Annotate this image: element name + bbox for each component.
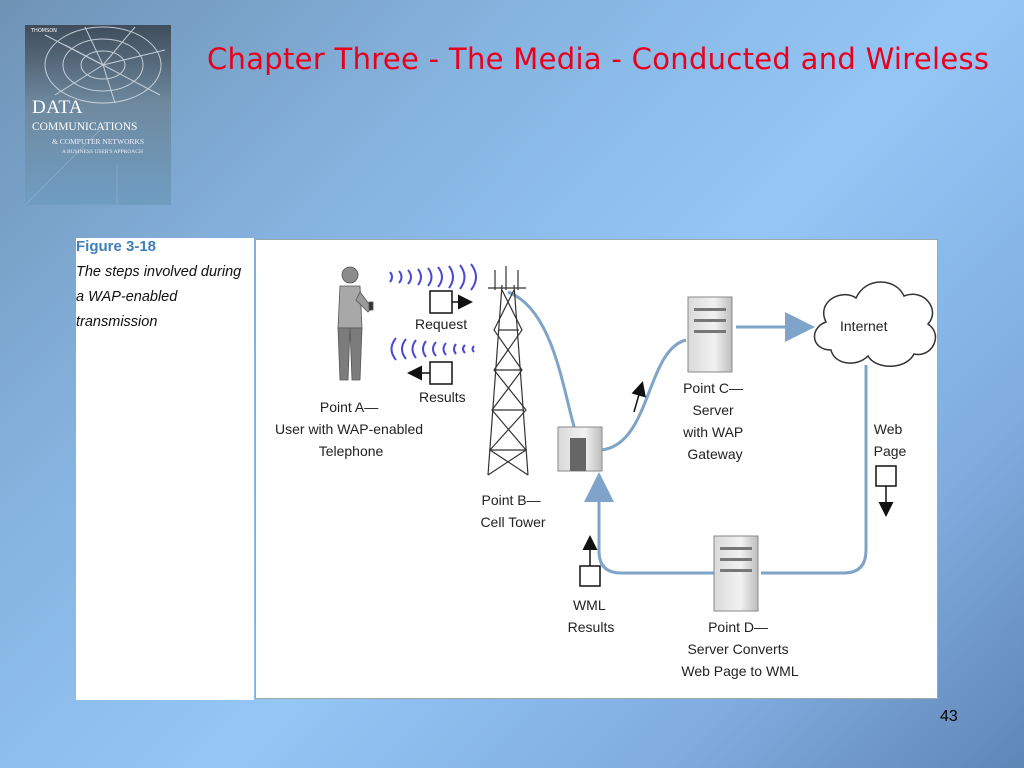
book-title-line3: & COMPUTER NETWORKS [52, 137, 145, 146]
link-tower-to-box [507, 290, 580, 441]
figure-caption-panel: Figure 3-18 The steps involved during a … [76, 238, 254, 700]
figure-caption: The steps involved during a WAP-enabled … [76, 264, 242, 330]
point-a-line3: Telephone [319, 443, 384, 459]
user-icon [337, 266, 374, 381]
point-d-line3: Web Page to WML [681, 663, 798, 679]
point-b-label: Point B— Cell Tower [480, 492, 545, 530]
web-page-label: Web Page [874, 421, 907, 459]
wap-diagram-svg: Request Results [275, 263, 937, 679]
results-packet-icon [429, 361, 453, 385]
point-c-line3: with WAP [682, 424, 743, 440]
slide-title: Chapter Three - The Media - Conducted an… [207, 42, 990, 76]
link-internet-to-server-d [761, 365, 868, 575]
results-label: Results [419, 389, 466, 405]
figure-label: Figure 3-18 [76, 238, 157, 255]
point-c-label: Point C— Server with WAP Gateway [682, 380, 747, 462]
cell-tower-icon [487, 266, 529, 476]
book-title-line2: COMMUNICATIONS [32, 121, 138, 133]
web-page-line1: Web [874, 421, 903, 437]
base-station-box-icon [557, 426, 603, 472]
point-d-label: Point D— Server Converts Web Page to WML [681, 619, 798, 679]
internet-cloud-icon [813, 281, 937, 367]
internet-label: Internet [840, 318, 888, 334]
upload-arrow-icon [631, 381, 646, 413]
point-d-line2: Server Converts [687, 641, 788, 657]
point-a-line1: Point A— [320, 399, 378, 415]
link-box-to-server-c [600, 338, 687, 452]
point-c-line1: Point C— [683, 380, 743, 396]
server-c-icon [687, 296, 733, 373]
book-title-line1: DATA [32, 97, 84, 118]
point-b-line1: Point B— [481, 492, 540, 508]
server-d-icon [713, 535, 759, 612]
point-d-line1: Point D— [708, 619, 768, 635]
book-cover-image: THOMSON DATA COMMUNICATIONS & COMPUTER N… [25, 25, 171, 205]
wml-results-line1: WML [573, 597, 606, 613]
point-b-line2: Cell Tower [480, 514, 545, 530]
wml-results-packet-icon [579, 565, 601, 587]
request-packet-icon [429, 290, 453, 314]
web-page-packet-icon [875, 465, 897, 487]
point-c-line2: Server [692, 402, 734, 418]
outgoing-signal-waves [389, 263, 477, 291]
link-server-d-to-box [584, 472, 714, 575]
book-subtitle: A BUSINESS USER'S APPROACH [62, 149, 143, 155]
wml-results-line2: Results [568, 619, 615, 635]
slide-number: 43 [940, 708, 958, 725]
point-c-line4: Gateway [687, 446, 742, 462]
publisher-logo: THOMSON [31, 28, 57, 34]
web-page-line2: Page [874, 443, 907, 459]
wap-diagram: Request Results [255, 239, 938, 699]
point-a-line2: User with WAP-enabled [275, 421, 423, 437]
request-label: Request [415, 316, 467, 332]
incoming-signal-waves [390, 337, 475, 361]
point-a-label: Point A— User with WAP-enabled Telephone [275, 399, 427, 459]
wml-results-label: WML Results [568, 597, 615, 635]
satellite-dish-graphic [25, 26, 166, 205]
